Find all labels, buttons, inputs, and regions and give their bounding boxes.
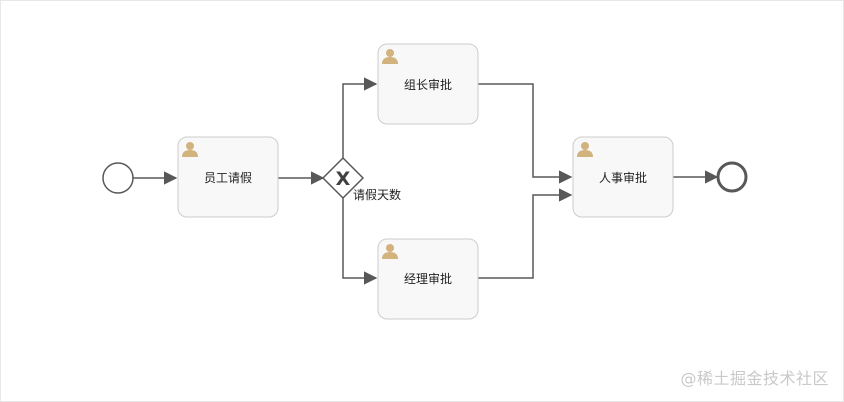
edge-manager-to-hr-approve[interactable] <box>478 188 573 279</box>
start-event-icon[interactable] <box>102 162 134 194</box>
watermark: @稀土掘金技术社区 <box>680 369 829 388</box>
task-label: 人事审批 <box>599 170 647 185</box>
task-label: 员工请假 <box>204 171 252 185</box>
end-event-icon[interactable] <box>716 161 748 193</box>
edges <box>133 77 719 285</box>
task-label: 经理审批 <box>404 271 452 286</box>
gateway-label: 请假天数 <box>353 187 401 202</box>
gateway-x-icon: X <box>336 168 351 190</box>
edge-gateway-to-manager-approve[interactable] <box>342 198 378 285</box>
task-hr-approve[interactable]: 人事审批 <box>572 136 674 218</box>
task-leader-approve[interactable]: 组长审批 <box>377 43 479 125</box>
exclusive-gateway[interactable]: X <box>321 156 365 200</box>
task-employee-leave[interactable]: 员工请假 <box>177 136 279 218</box>
task-label: 组长审批 <box>404 77 452 92</box>
edge-gateway-to-leader-approve[interactable] <box>342 77 378 158</box>
task-manager-approve[interactable]: 经理审批 <box>377 238 479 320</box>
edge-leader-to-hr-approve[interactable] <box>478 83 573 184</box>
